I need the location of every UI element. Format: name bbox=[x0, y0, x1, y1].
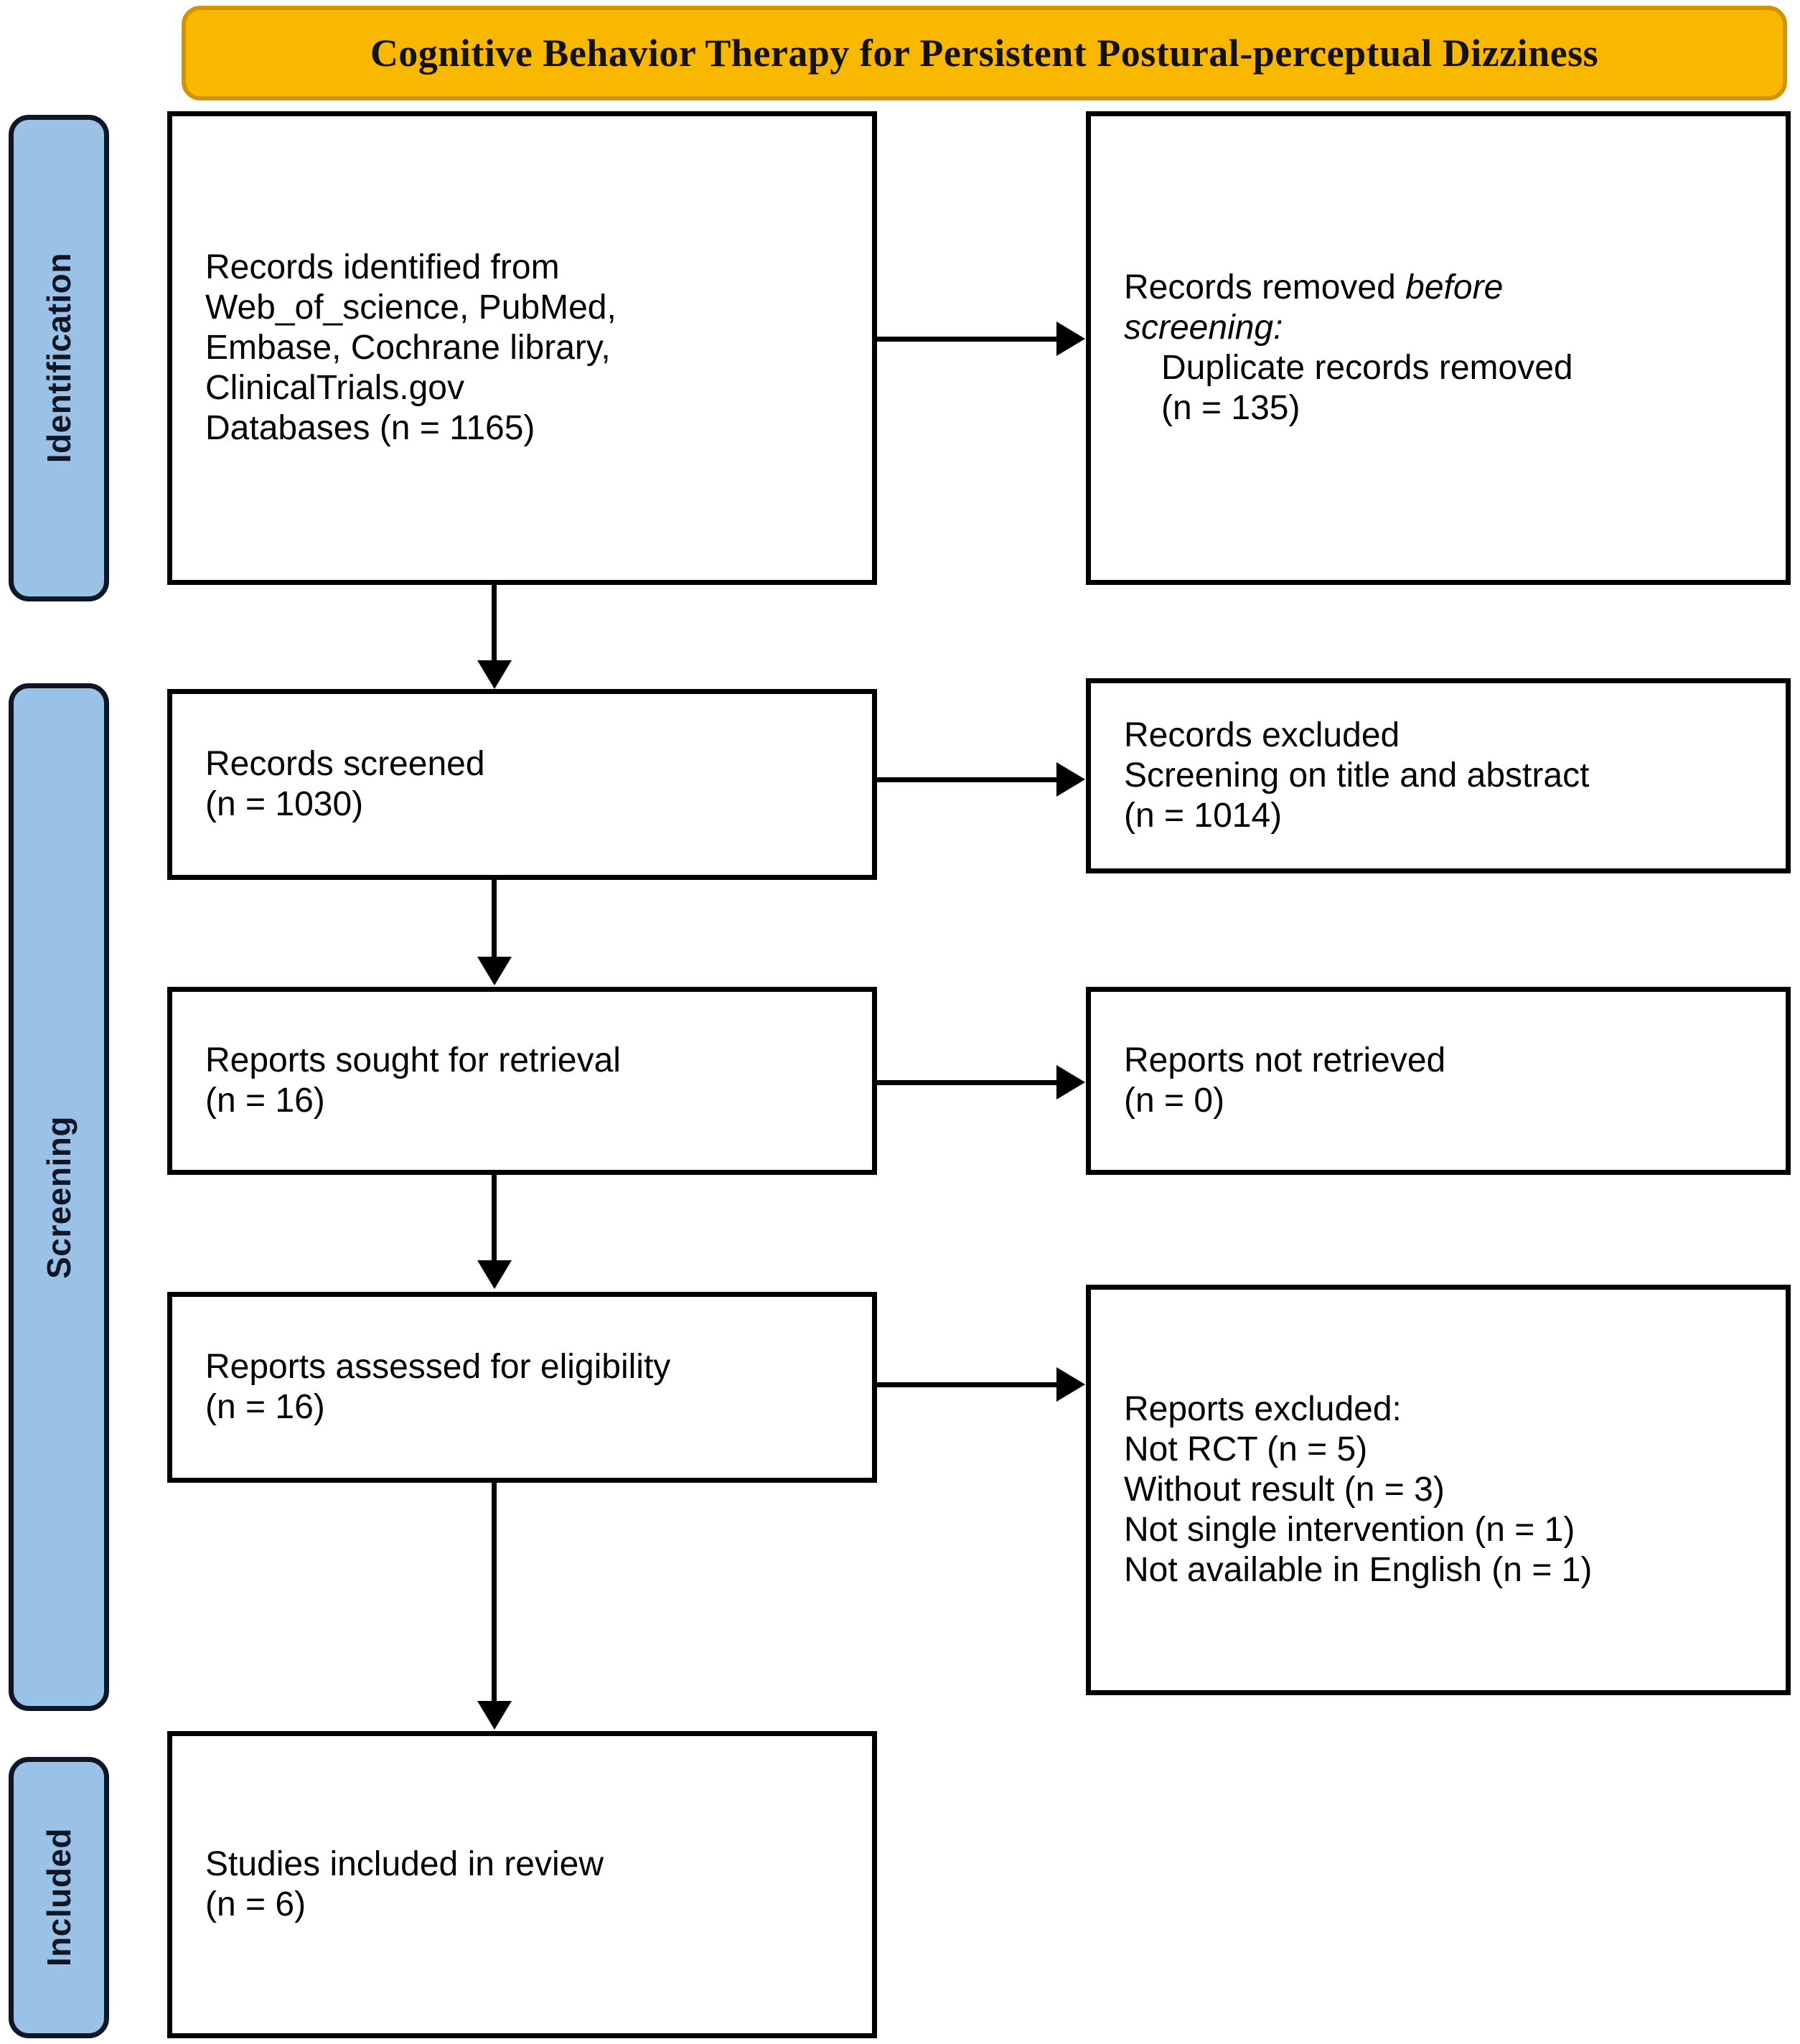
connector-assessed-to-excluded bbox=[877, 1382, 1056, 1387]
box-records-removed: Records removed before screening: Duplic… bbox=[1086, 111, 1791, 585]
reports-excluded-line-3: Without result (n = 3) bbox=[1124, 1470, 1445, 1509]
phase-label-screening: Screening bbox=[40, 1115, 78, 1279]
reports-sought-line-2: (n = 16) bbox=[205, 1082, 325, 1120]
records-identified-line-2: Web_of_science, PubMed, bbox=[205, 288, 617, 327]
phase-sidebar-identification: Identification bbox=[9, 115, 109, 601]
records-excluded-line-3: (n = 1014) bbox=[1124, 797, 1283, 835]
records-excluded-line-1: Records excluded bbox=[1124, 716, 1400, 754]
arrowhead-screened-to-sought bbox=[477, 957, 512, 985]
box-studies-included: Studies included in review (n = 6) bbox=[167, 1731, 877, 2038]
reports-assessed-line-2: (n = 16) bbox=[205, 1388, 325, 1426]
reports-excluded-line-2: Not RCT (n = 5) bbox=[1124, 1430, 1368, 1468]
connector-identified-to-removed bbox=[877, 337, 1056, 342]
reports-excluded-line-4: Not single intervention (n = 1) bbox=[1124, 1511, 1575, 1550]
records-removed-prefix: Records removed bbox=[1124, 268, 1406, 306]
box-records-identified: Records identified from Web_of_science, … bbox=[167, 111, 877, 585]
records-screened-line-2: (n = 1030) bbox=[205, 785, 364, 823]
arrowhead-assessed-to-included bbox=[477, 1701, 512, 1730]
phase-sidebar-screening: Screening bbox=[9, 683, 109, 1711]
reports-excluded-line-1: Reports excluded: bbox=[1124, 1389, 1402, 1428]
arrowhead-identified-to-screened bbox=[477, 660, 512, 689]
box-reports-excluded: Reports excluded: Not RCT (n = 5) Withou… bbox=[1086, 1285, 1791, 1695]
connector-screened-to-excluded bbox=[877, 777, 1056, 782]
box-records-screened: Records screened (n = 1030) bbox=[167, 689, 877, 880]
records-removed-before-italic: before bbox=[1405, 268, 1504, 306]
reports-not-retrieved-line-1: Reports not retrieved bbox=[1124, 1041, 1446, 1079]
records-identified-line-1: Records identified from bbox=[205, 248, 560, 286]
studies-included-line-2: (n = 6) bbox=[205, 1885, 306, 1923]
records-removed-line-4: (n = 135) bbox=[1161, 389, 1300, 428]
connector-screened-to-sought bbox=[492, 880, 497, 959]
connector-sought-to-not-retrieved bbox=[877, 1080, 1056, 1085]
phase-sidebar-included: Included bbox=[9, 1757, 109, 2038]
diagram-title-text: Cognitive Behavior Therapy for Persisten… bbox=[370, 32, 1599, 75]
phase-label-included: Included bbox=[40, 1828, 78, 1967]
records-identified-line-5: Databases (n = 1165) bbox=[205, 409, 535, 448]
arrowhead-sought-to-not-retrieved bbox=[1056, 1065, 1085, 1100]
box-reports-assessed: Reports assessed for eligibility (n = 16… bbox=[167, 1292, 877, 1483]
phase-label-identification: Identification bbox=[40, 253, 78, 464]
records-identified-line-3: Embase, Cochrane library, bbox=[205, 328, 611, 367]
records-removed-screening-italic: screening: bbox=[1124, 308, 1283, 347]
connector-identified-to-screened bbox=[492, 585, 497, 662]
connector-assessed-to-included bbox=[492, 1483, 497, 1702]
arrowhead-screened-to-excluded bbox=[1056, 762, 1085, 797]
studies-included-line-1: Studies included in review bbox=[205, 1844, 604, 1883]
records-removed-line-2: screening: bbox=[1124, 308, 1771, 348]
reports-not-retrieved-line-2: (n = 0) bbox=[1124, 1082, 1225, 1120]
diagram-title-banner: Cognitive Behavior Therapy for Persisten… bbox=[182, 6, 1787, 100]
records-excluded-line-2: Screening on title and abstract bbox=[1124, 756, 1590, 794]
reports-sought-line-1: Reports sought for retrieval bbox=[205, 1041, 621, 1079]
box-records-excluded-screening: Records excluded Screening on title and … bbox=[1086, 678, 1791, 873]
records-identified-line-4: ClinicalTrials.gov bbox=[205, 369, 464, 408]
arrowhead-assessed-to-excluded bbox=[1056, 1367, 1085, 1402]
records-removed-line-3: Duplicate records removed bbox=[1161, 349, 1573, 387]
records-screened-line-1: Records screened bbox=[205, 744, 485, 783]
arrowhead-identified-to-removed bbox=[1056, 322, 1085, 356]
box-reports-not-retrieved: Reports not retrieved (n = 0) bbox=[1086, 987, 1791, 1175]
reports-assessed-line-1: Reports assessed for eligibility bbox=[205, 1347, 671, 1386]
connector-sought-to-assessed bbox=[492, 1175, 497, 1262]
box-reports-sought: Reports sought for retrieval (n = 16) bbox=[167, 987, 877, 1175]
reports-excluded-line-5: Not available in English (n = 1) bbox=[1124, 1551, 1593, 1590]
records-removed-line-1: Records removed before bbox=[1124, 268, 1771, 308]
arrowhead-sought-to-assessed bbox=[477, 1260, 512, 1289]
